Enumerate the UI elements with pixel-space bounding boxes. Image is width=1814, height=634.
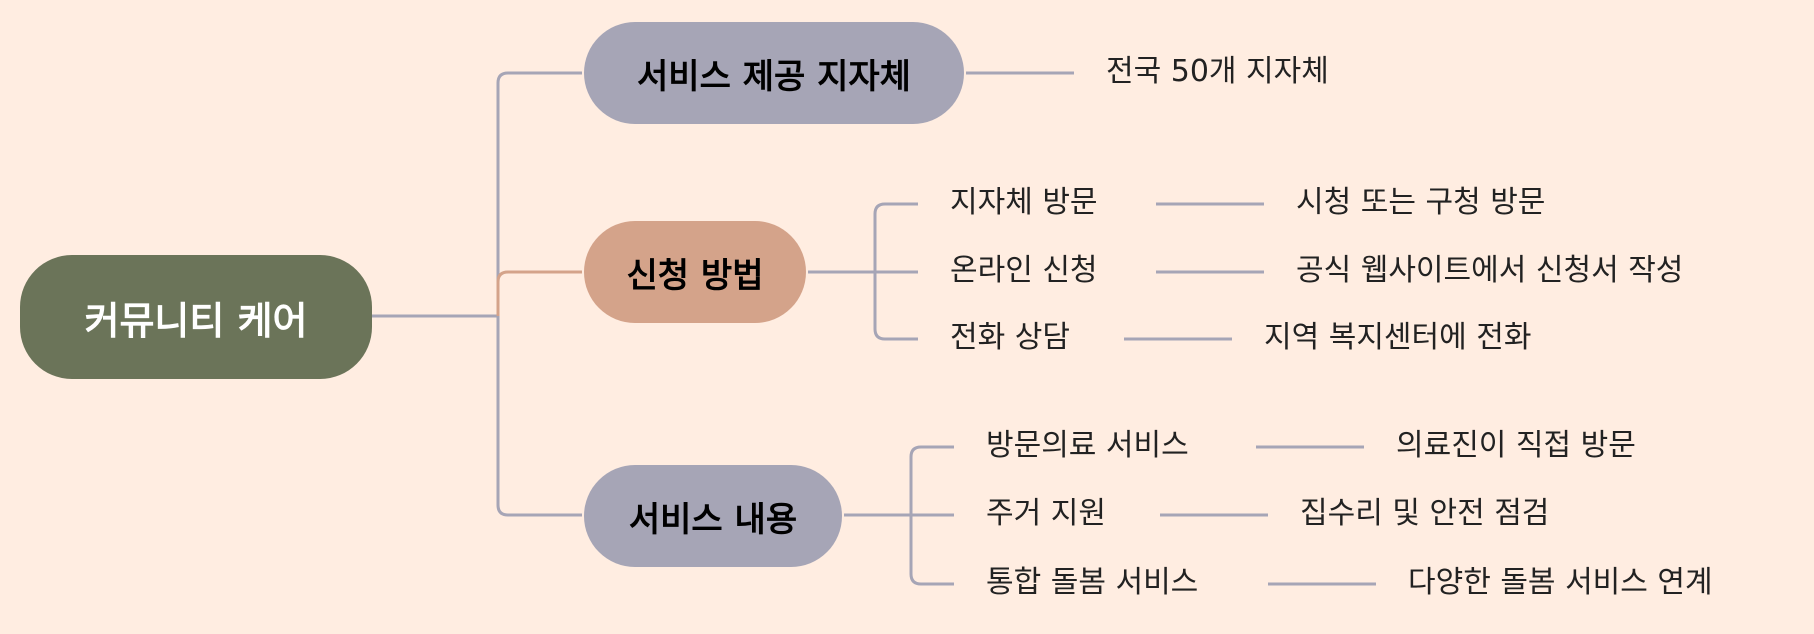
item-label[interactable]: 통합 돌봄 서비스 — [986, 565, 1199, 600]
item-label[interactable]: 전국 50개 지자체 — [1106, 54, 1329, 89]
connector-b3-bracket — [909, 445, 954, 586]
item-detail[interactable]: 시청 또는 구청 방문 — [1296, 185, 1546, 220]
item-detail[interactable]: 집수리 및 안전 점검 — [1300, 496, 1550, 531]
branch-node-service-content[interactable]: 서비스 내용 — [584, 465, 842, 567]
item-detail[interactable]: 의료진이 직접 방문 — [1396, 428, 1636, 463]
item-label[interactable]: 전화 상담 — [950, 320, 1070, 355]
root-node[interactable]: 커뮤니티 케어 — [20, 255, 372, 379]
item-label[interactable]: 지자체 방문 — [950, 185, 1098, 220]
item-detail[interactable]: 공식 웹사이트에서 신청서 작성 — [1296, 253, 1684, 288]
connector-branch-2 — [496, 270, 582, 283]
item-detail[interactable]: 지역 복지센터에 전화 — [1264, 320, 1532, 355]
item-label[interactable]: 방문의료 서비스 — [986, 428, 1189, 463]
branch-node-application-method[interactable]: 신청 방법 — [584, 221, 806, 323]
connector-b2-bracket — [873, 202, 918, 341]
connector-spine — [496, 71, 582, 517]
branch-node-service-providers[interactable]: 서비스 제공 지자체 — [584, 22, 964, 124]
item-label[interactable]: 온라인 신청 — [950, 253, 1098, 288]
item-label[interactable]: 주거 지원 — [986, 496, 1106, 531]
item-detail[interactable]: 다양한 돌봄 서비스 연계 — [1408, 565, 1713, 600]
